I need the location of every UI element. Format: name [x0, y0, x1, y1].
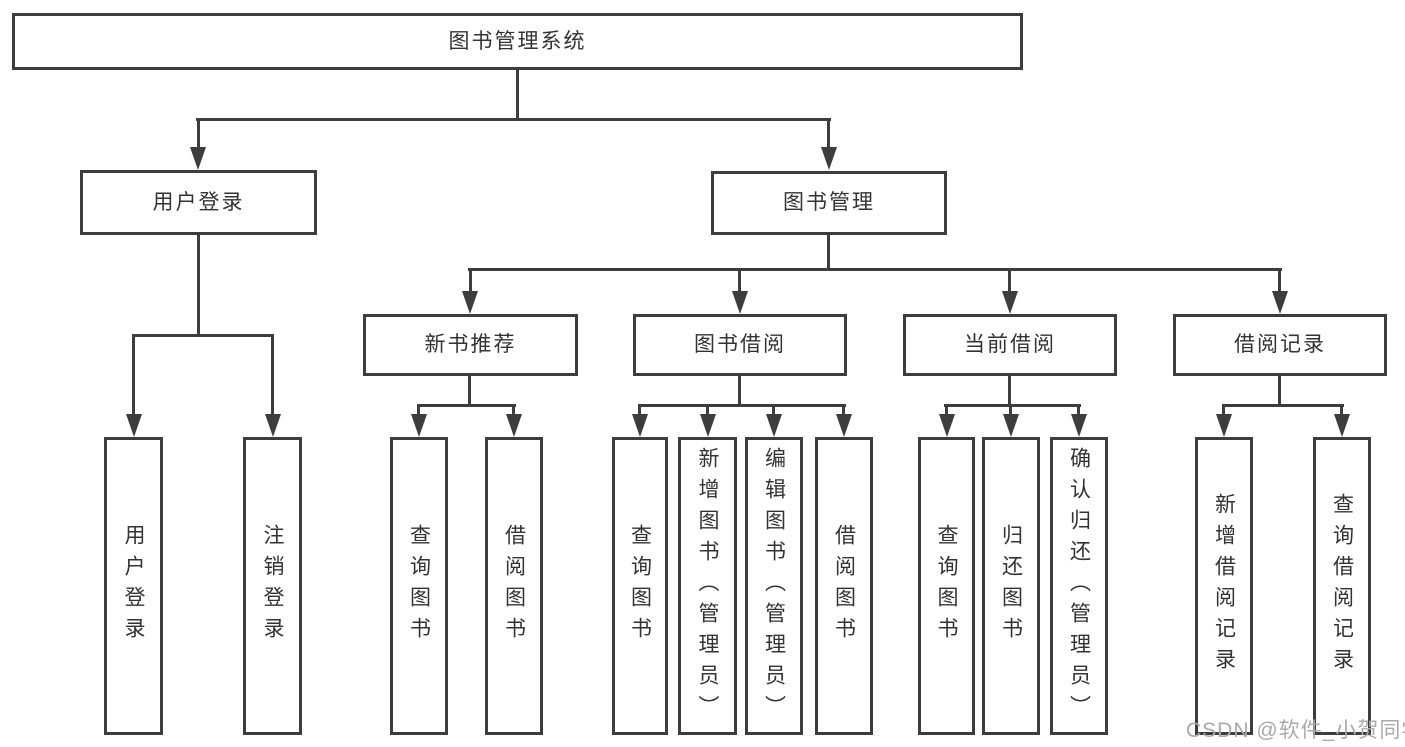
leaf-bb-edit-book-admin: 编辑图书（管理员） [745, 437, 803, 735]
csdn-watermark: CSDN @软件_小贺同学 [1186, 719, 1405, 742]
arrowhead-cb-query [939, 414, 955, 437]
node-book-borrowing: 图书借阅 [633, 314, 847, 376]
arrowhead-br-query [1334, 414, 1350, 437]
connector-book-mgmt-stub [827, 235, 830, 270]
arrowhead-bb-add [700, 414, 716, 437]
leaf-cb-confirm-return-admin: 确认归还（管理员） [1050, 437, 1108, 735]
connector-user-login-drop [197, 118, 200, 149]
leaf-cb-confirm-return-admin-label: 确认归还（管理员） [1067, 446, 1091, 726]
leaf-bb-borrow-books-label: 借阅图书 [832, 524, 856, 648]
leaf-br-query-record-label: 查询借阅记录 [1330, 493, 1354, 679]
leaf-logout: 注销登录 [243, 437, 302, 735]
connector-level3-hline [468, 268, 1282, 271]
node-user-login: 用户登录 [80, 170, 317, 235]
connector-new-books-stub [468, 376, 471, 407]
connector-cb-query-drop [945, 404, 948, 416]
leaf-bb-query-books: 查询图书 [612, 437, 668, 735]
arrowhead-current-borrow [1002, 291, 1018, 314]
leaf-cb-query-books-label: 查询图书 [935, 524, 958, 648]
leaf-cb-query-books: 查询图书 [918, 437, 975, 735]
leaf-br-add-record-label: 新增借阅记录 [1212, 493, 1236, 679]
connector-user-login-stub [197, 235, 200, 336]
connector-book-mgmt-drop [827, 118, 830, 149]
node-book-management: 图书管理 [711, 171, 947, 235]
connector-book-borrow-drop [738, 268, 741, 293]
leaf-user-login: 用户登录 [104, 437, 163, 735]
leaf-bb-edit-book-admin-label: 编辑图书（管理员） [762, 446, 786, 726]
arrowhead-nb-borrow [506, 414, 522, 437]
arrowhead-book-borrow [732, 291, 748, 314]
leaf-logout-label: 注销登录 [261, 524, 284, 648]
connector-borrow-records-hline [1222, 404, 1344, 407]
connector-borrow-records-stub [1278, 375, 1281, 407]
node-library-system-label: 图书管理系统 [448, 29, 587, 53]
connector-user-login-hline [132, 334, 274, 337]
node-book-management-label: 图书管理 [783, 191, 875, 215]
connector-new-books-hline [417, 404, 516, 407]
connector-leaf-logout-drop [271, 334, 274, 416]
connector-current-borrow-drop [1008, 268, 1011, 293]
leaf-nb-borrow-books: 借阅图书 [485, 437, 543, 735]
connector-current-borrow-hline [944, 404, 1081, 407]
connector-book-borrow-stub [738, 376, 741, 407]
connector-nb-query-drop [417, 404, 420, 416]
connector-cb-confirm-drop [1077, 404, 1080, 416]
node-library-system: 图书管理系统 [12, 13, 1023, 70]
connector-root-stub [516, 70, 519, 120]
node-current-borrowing-label: 当前借阅 [964, 333, 1056, 357]
node-current-borrowing: 当前借阅 [903, 314, 1117, 376]
arrowhead-nb-query [411, 414, 427, 437]
arrowhead-book-mgmt [821, 147, 837, 170]
arrowhead-br-add [1216, 414, 1232, 437]
arrowhead-borrow-records [1272, 291, 1288, 314]
arrowhead-new-books [462, 291, 478, 314]
connector-br-add-drop [1222, 404, 1225, 416]
connector-bb-edit-drop [772, 404, 775, 416]
leaf-cb-return-books: 归还图书 [982, 437, 1040, 735]
connector-leaf-login-drop [132, 334, 135, 416]
leaf-br-query-record: 查询借阅记录 [1313, 437, 1371, 735]
connector-borrow-records-drop [1278, 268, 1281, 293]
connector-br-query-drop [1340, 404, 1343, 416]
connector-cb-return-drop [1009, 404, 1012, 416]
leaf-user-login-label: 用户登录 [122, 524, 145, 648]
connector-book-borrow-hline [638, 404, 846, 407]
arrowhead-bb-query [632, 414, 648, 437]
arrowhead-bb-borrow [836, 414, 852, 437]
connector-level2-hline [196, 118, 831, 121]
arrowhead-leaf-logout [265, 414, 281, 437]
node-new-book-recommend-label: 新书推荐 [424, 333, 517, 357]
connector-nb-borrow-drop [512, 404, 515, 416]
connector-bb-query-drop [638, 404, 641, 416]
leaf-nb-query-books: 查询图书 [390, 437, 448, 735]
connector-bb-add-drop [706, 404, 709, 416]
leaf-nb-query-books-label: 查询图书 [407, 524, 431, 648]
leaf-br-add-record: 新增借阅记录 [1195, 437, 1253, 735]
leaf-bb-add-book-admin: 新增图书（管理员） [678, 437, 737, 735]
node-new-book-recommend: 新书推荐 [363, 314, 578, 376]
arrowhead-cb-return [1003, 414, 1019, 437]
leaf-bb-query-books-label: 查询图书 [628, 524, 652, 648]
arrowhead-bb-edit [766, 414, 782, 437]
arrowhead-leaf-login [126, 414, 142, 437]
leaf-bb-borrow-books: 借阅图书 [815, 437, 873, 735]
node-borrowing-records-label: 借阅记录 [1234, 333, 1326, 357]
node-book-borrowing-label: 图书借阅 [694, 333, 786, 357]
leaf-cb-return-books-label: 归还图书 [999, 524, 1023, 648]
connector-bb-borrow-drop [842, 404, 845, 416]
arrowhead-user-login [190, 147, 206, 170]
arrowhead-cb-confirm [1071, 414, 1087, 437]
node-borrowing-records: 借阅记录 [1173, 314, 1387, 376]
connector-new-books-drop [469, 268, 472, 293]
connector-current-borrow-stub [1008, 376, 1011, 407]
node-user-login-label: 用户登录 [152, 190, 245, 214]
leaf-nb-borrow-books-label: 借阅图书 [502, 524, 526, 648]
leaf-bb-add-book-admin-label: 新增图书（管理员） [696, 446, 719, 726]
